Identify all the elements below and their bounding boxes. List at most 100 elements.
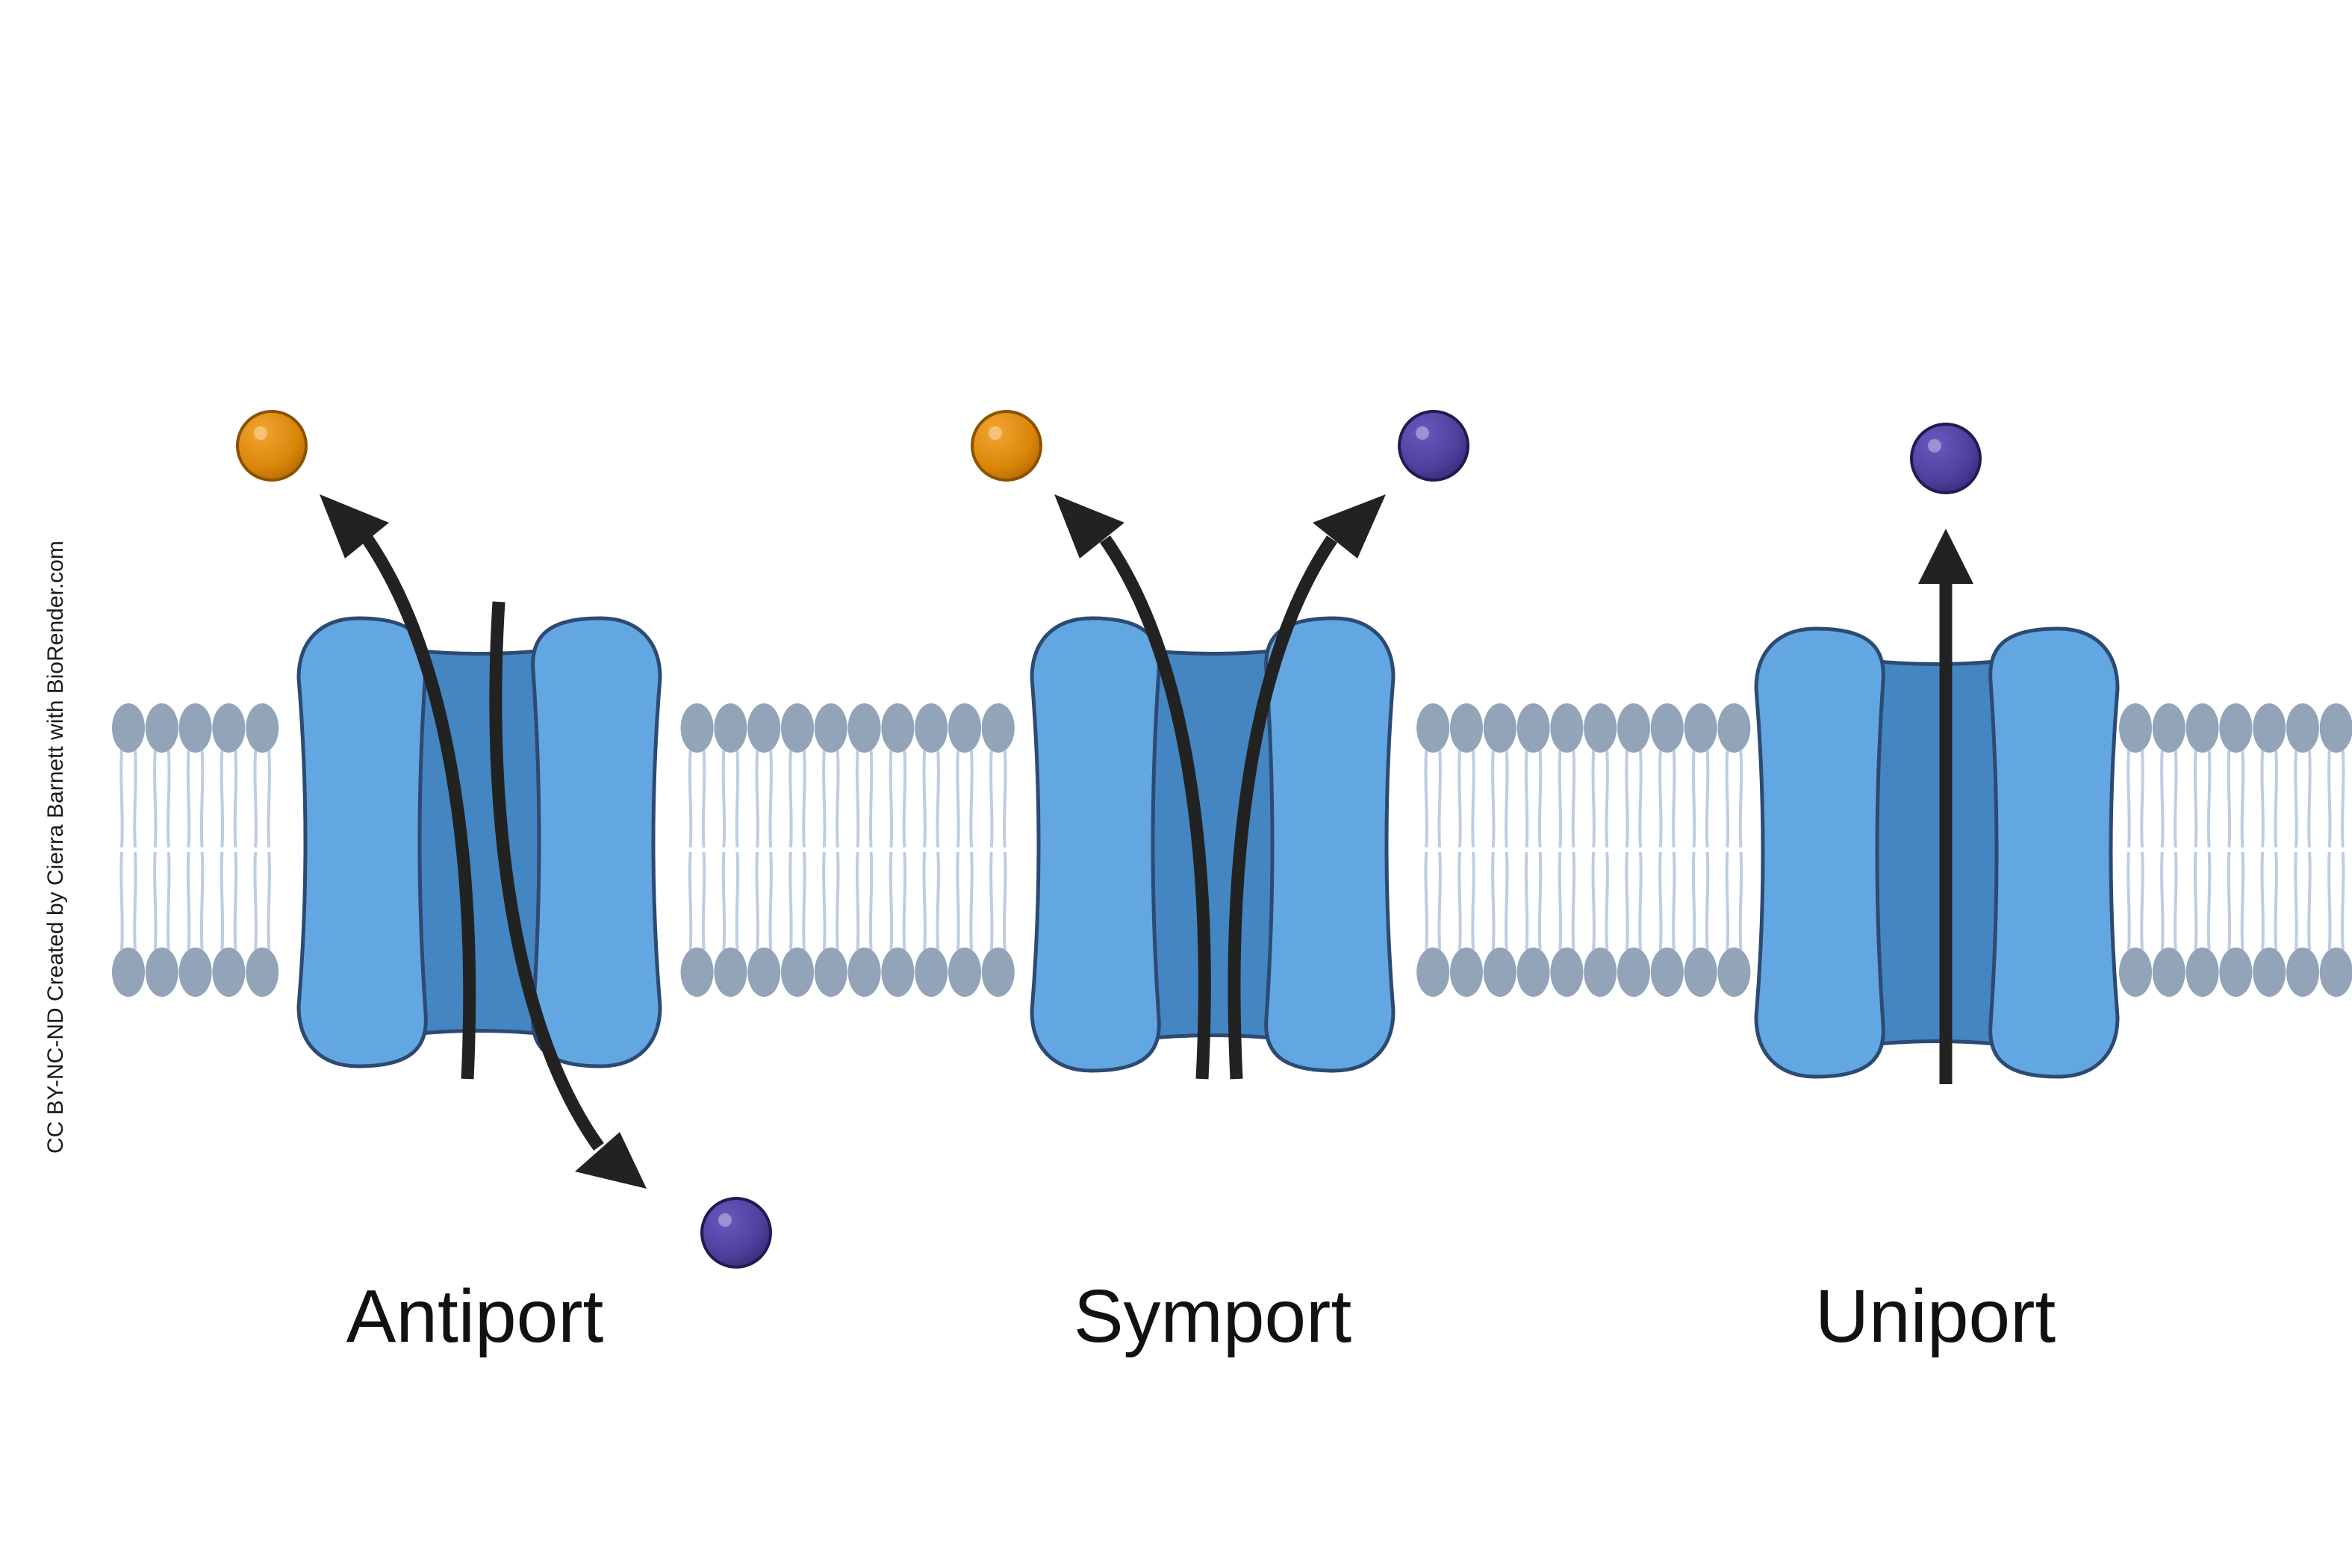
lipid-tail — [1437, 851, 1442, 951]
lipid-head — [1483, 948, 1516, 997]
lipid-head — [2152, 703, 2185, 753]
lipid-head — [1416, 703, 1450, 753]
lipid-tail — [936, 750, 940, 848]
lipid-tail — [220, 750, 225, 848]
lipid-tail — [153, 851, 158, 951]
lipid-head — [915, 703, 948, 753]
lipid-tail — [233, 750, 238, 848]
lipid-head — [948, 703, 981, 753]
lipid-tail — [1725, 750, 1730, 848]
symport-protein — [1030, 616, 1396, 1073]
lipid-tail — [1424, 851, 1428, 951]
lipid-head — [814, 948, 847, 997]
protein-subunit-right — [531, 616, 662, 1068]
lipid-tail — [2227, 750, 2232, 848]
lipid-tail — [2240, 851, 2245, 951]
lipid-head — [1617, 948, 1650, 997]
lipid-tail — [989, 851, 994, 951]
lipid-tail — [267, 851, 271, 951]
lipid-tail — [735, 851, 740, 951]
lipid-head — [948, 948, 981, 997]
lipid-tail — [969, 750, 974, 848]
lipid-head — [212, 948, 246, 997]
lipid-tail — [1537, 750, 1543, 848]
lipid-tail — [688, 750, 693, 848]
lipid-tail — [755, 750, 759, 848]
lipid-head — [781, 948, 814, 997]
lipid-tail — [2174, 750, 2178, 848]
molecule-highlight — [718, 1213, 732, 1227]
purple-molecule-icon — [1910, 423, 1982, 494]
lipid-head — [1717, 948, 1751, 997]
lipid-tail — [1725, 851, 1730, 951]
lipid-tail — [721, 851, 727, 951]
lipid-tail — [153, 750, 158, 848]
antiport-arrow-out — [361, 535, 476, 1080]
symport-arrow-right — [1228, 535, 1338, 1080]
orange-molecule-icon — [236, 410, 308, 482]
lipid-tail — [1003, 851, 1007, 951]
lipid-tail — [688, 851, 693, 951]
lipid-head — [2119, 703, 2152, 753]
lipid-tail — [755, 851, 759, 951]
lipid-tail — [1638, 851, 1643, 951]
lipid-tail — [133, 750, 137, 848]
lipid-tail — [1691, 750, 1696, 848]
lipid-tail — [253, 851, 258, 951]
lipid-tail — [2274, 851, 2278, 951]
lipid-tail — [1457, 750, 1462, 848]
lipid-tail — [1672, 851, 1676, 951]
lipid-tail — [822, 750, 827, 848]
lipid-tail — [253, 750, 258, 848]
lipid-tail — [2140, 750, 2144, 848]
lipid-tail — [2260, 750, 2265, 848]
lipid-head — [212, 703, 246, 753]
lipid-tail — [2274, 750, 2278, 848]
lipid-tail — [1738, 750, 1743, 848]
lipid-head — [2185, 703, 2219, 753]
lipid-head — [714, 703, 747, 753]
lipid-tail — [2240, 750, 2245, 848]
lipid-head — [2319, 948, 2352, 997]
lipid-head — [2286, 948, 2319, 997]
lipid-bilayer — [112, 703, 2352, 997]
lipid-tail — [1605, 851, 1609, 951]
molecule-highlight — [1416, 426, 1429, 440]
lipid-tail — [1672, 750, 1676, 848]
lipid-head — [747, 948, 781, 997]
protein-subunit-left — [1754, 626, 1885, 1079]
lipid-tail — [1638, 750, 1643, 848]
lipid-tail — [2206, 750, 2212, 848]
lipid-head — [112, 948, 145, 997]
lipid-tail — [1424, 750, 1428, 848]
lipid-tail — [802, 851, 806, 951]
lipid-tail — [836, 851, 840, 951]
lipid-tail — [1003, 750, 1007, 848]
lipid-tail — [2327, 851, 2332, 951]
lipid-tail — [2193, 851, 2198, 951]
lipid-tail — [1571, 750, 1576, 848]
lipid-head — [246, 703, 279, 753]
lipid-tail — [1437, 750, 1442, 848]
lipid-head — [2286, 703, 2319, 753]
lipid-tail — [119, 851, 124, 951]
lipid-tail — [1591, 851, 1596, 951]
lipid-tail — [2294, 851, 2298, 951]
lipid-tail — [1524, 851, 1529, 951]
lipid-head — [1650, 948, 1684, 997]
lipid-tail — [902, 851, 907, 951]
antiport-purple-molecule — [700, 1197, 772, 1269]
lipid-tail — [889, 750, 894, 848]
lipid-tail — [199, 851, 205, 951]
lipid-tail — [836, 750, 840, 848]
lipid-head — [1684, 948, 1717, 997]
lipid-head — [1516, 703, 1550, 753]
lipid-head — [1650, 703, 1684, 753]
lipid-head — [178, 703, 212, 753]
lipid-tail — [133, 851, 137, 951]
lipid-tail — [1558, 750, 1563, 848]
lipid-head — [246, 948, 279, 997]
lipid-head — [112, 703, 145, 753]
lipid-tail — [868, 851, 874, 951]
lipid-head — [915, 948, 948, 997]
